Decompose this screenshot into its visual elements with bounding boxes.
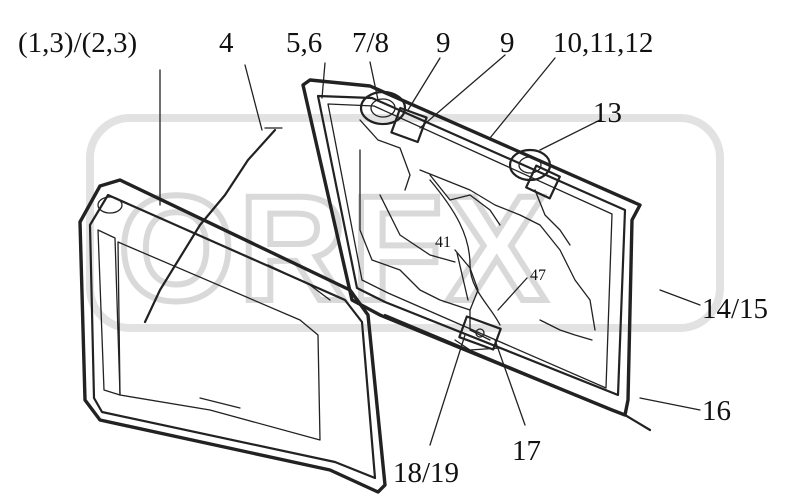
stay-rod	[143, 127, 283, 324]
watermark-text: ORFX	[118, 164, 551, 332]
hinge-assembly-1	[359, 90, 428, 191]
label-16: 16	[702, 395, 731, 427]
label-10-11-12: 10,11,12	[553, 27, 653, 59]
label-18-19: 18/19	[393, 457, 459, 489]
label-47: 47	[530, 267, 546, 284]
door-frame	[301, 78, 642, 417]
door-glass	[78, 178, 387, 494]
callout-labels: (1,3)/(2,3) 4 5,6 7/8 9 9 10,11,12 13 41…	[18, 27, 768, 489]
label-17: 17	[512, 435, 541, 467]
latch-mechanism	[454, 315, 502, 351]
label-9b: 9	[500, 27, 515, 59]
label-41: 41	[435, 234, 451, 251]
watermark: ORFX	[86, 114, 724, 335]
label-13: 13	[593, 97, 622, 129]
label-1-3-2-3: (1,3)/(2,3)	[18, 27, 137, 59]
hinge-assembly-2	[508, 148, 571, 246]
seal-strip	[383, 203, 652, 432]
label-14-15: 14/15	[702, 293, 768, 325]
label-5-6: 5,6	[286, 27, 322, 59]
label-9a: 9	[436, 27, 451, 59]
label-4: 4	[219, 27, 234, 59]
label-7-8: 7/8	[352, 27, 389, 59]
leader-lines	[159, 54, 701, 446]
